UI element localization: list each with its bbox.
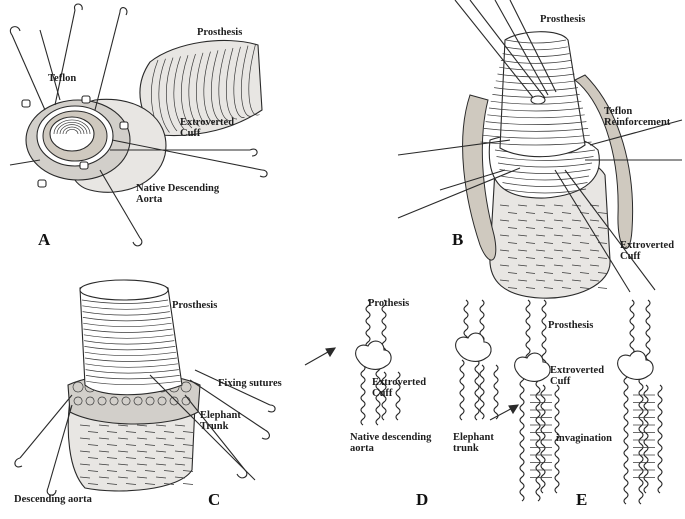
panel-b-sutures bbox=[397, 119, 683, 293]
panel-b-letter: B bbox=[452, 230, 464, 249]
panel-a-extroverted-cuff-label: Extroverted Cuff bbox=[180, 117, 235, 139]
panel-e-drawing bbox=[489, 299, 663, 505]
panel-b-drawing bbox=[397, 0, 683, 299]
panel-a-prosthesis-tube bbox=[139, 39, 263, 137]
panel-d-cuffs bbox=[355, 332, 492, 370]
panel-e-prosthesis-label: Prosthesis bbox=[548, 320, 594, 331]
panel-d-letter: D bbox=[416, 490, 429, 509]
panel-a-teflon-label: Teflon bbox=[48, 73, 77, 84]
panel-c-letter: C bbox=[208, 490, 221, 509]
panel-a-prosthesis-label: Prosthesis bbox=[197, 27, 243, 38]
panel-c-descending-aorta-label: Descending aorta bbox=[14, 494, 92, 505]
panel-c-sutures bbox=[14, 369, 276, 496]
panel-b-extroverted-cuff-label: Extroverted Cuff bbox=[620, 240, 675, 262]
panel-a-sutures bbox=[9, 3, 268, 247]
panel-c-prosthesis-label: Prosthesis bbox=[172, 300, 218, 311]
panel-d-native-aorta-label: Native descending aorta bbox=[350, 432, 432, 454]
panel-b-teflon-reinforcement-label: Teflon Reinforcement bbox=[604, 106, 671, 128]
panel-e-cuffs bbox=[514, 350, 654, 382]
panel-d-prothesis-label: Prothesis bbox=[368, 298, 410, 309]
panel-b-prosthesis-label: Prosthesis bbox=[540, 14, 586, 25]
panel-a-pledgets bbox=[21, 95, 129, 188]
panel-d-extroverted-cuff-label: Extroverted Cuff bbox=[372, 377, 427, 399]
panel-a-drawing bbox=[9, 3, 268, 247]
panel-e-letter: E bbox=[576, 490, 588, 509]
panel-e-invagination-label: invagination bbox=[556, 433, 613, 444]
panel-b-forceps bbox=[454, 0, 557, 105]
panel-b-teflon-right bbox=[574, 74, 634, 250]
panel-c-drawing bbox=[14, 279, 276, 496]
panel-a-letter: A bbox=[38, 230, 51, 249]
panel-e-extroverted-cuff-label: Extroverted Cuff bbox=[550, 365, 605, 387]
panel-d-drawing bbox=[304, 299, 499, 426]
panel-a-native-aorta-label: Native Descending Aorta bbox=[136, 183, 220, 205]
panel-c-elephant-trunk-label: Elephant Trunk bbox=[200, 410, 241, 432]
panel-c-fixing-sutures-label: Fixing sutures bbox=[218, 378, 282, 389]
panel-d-elephant-trunk-label: Elephant trunk bbox=[453, 432, 494, 454]
panel-d-arrow bbox=[304, 347, 337, 366]
panel-a-native-aorta bbox=[25, 98, 167, 193]
panel-e-arrow bbox=[489, 404, 520, 421]
